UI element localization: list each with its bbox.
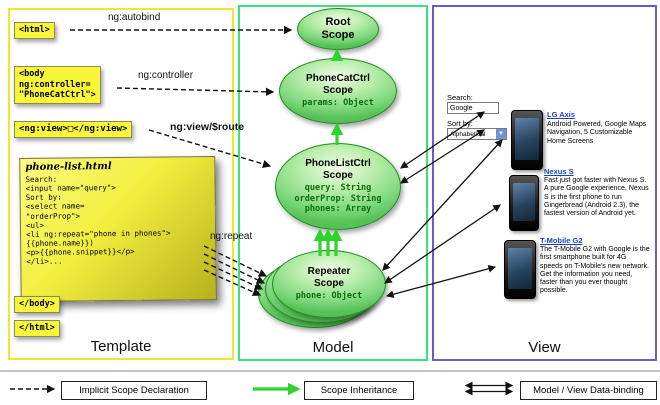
- dropdown-arrow-icon: ▼: [496, 129, 506, 139]
- root-scope-title: Root Scope: [321, 16, 355, 41]
- phonelistctrl-scope-title: PhoneListCtrl Scope: [305, 158, 371, 181]
- phone-description: The T-Mobile G2 with Google is the first…: [540, 246, 650, 295]
- phone-name-link[interactable]: T-Mobile G2: [540, 236, 583, 245]
- phonecatctrl-scope-props: params: Object: [302, 98, 374, 109]
- repeater-scope-title: Repeater Scope: [307, 266, 351, 289]
- html-open-tag-box: <html>: [14, 22, 55, 39]
- phone-screen: [513, 183, 535, 221]
- phonelistctrl-scope-props: query: String orderProp: String phones: …: [294, 183, 382, 215]
- phonecatctrl-scope-ellipse: PhoneCatCtrl Scope params: Object: [279, 58, 397, 124]
- root-scope-ellipse: Root Scope: [297, 8, 379, 50]
- model-column-label: Model: [312, 339, 354, 356]
- body-open-tag-box: <body ng:controller= "PhoneCatCtrl">: [14, 66, 101, 104]
- phone-image-nexus-s: [509, 175, 539, 231]
- ng-view-tag-box: <ng:view>□</ng:view>: [14, 121, 133, 139]
- ng-autobind-label: ng:autobind: [108, 12, 161, 23]
- template-column-label: Template: [90, 338, 152, 355]
- view-search-label: Search:: [447, 93, 473, 102]
- html-close-tag-box: </html>: [14, 320, 60, 337]
- phone-name-link[interactable]: LG Axis: [547, 110, 576, 119]
- phone-image-lg-axis: [511, 110, 543, 170]
- ng-controller-label: ng:controller: [138, 70, 194, 81]
- view-sort-label: Sort by:: [447, 119, 473, 128]
- legend-implicit-scope-declaration: Implicit Scope Declaration: [61, 381, 207, 400]
- phone-description: Fast just got faster with Nexus S. A pur…: [544, 177, 649, 217]
- repeater-scope-ellipse: Repeater Scope phone: Object: [272, 250, 386, 318]
- legend-scope-inheritance: Scope Inheritance: [304, 381, 414, 400]
- search-input[interactable]: [447, 102, 499, 114]
- phone-name-link[interactable]: Nexus S: [544, 167, 574, 176]
- view-column-label: View: [528, 339, 561, 356]
- sort-select-value: Alphabetical: [450, 130, 486, 138]
- template-column: Template: [8, 8, 234, 360]
- ng-repeat-label: ng:repeat: [210, 231, 253, 242]
- phone-screen: [515, 118, 539, 160]
- body-close-tag-box: </body>: [14, 296, 60, 313]
- legend-model-view-data-binding: Model / View Data-binding: [520, 381, 657, 400]
- phone-screen: [508, 248, 532, 289]
- phone-list-template-code: Search: <input name="query"> Sort by: <s…: [25, 174, 171, 267]
- ng-view-route-label: ng:view/$route: [170, 121, 245, 133]
- phone-description: Android Powered, Google Maps Navigation,…: [547, 121, 647, 145]
- phonecatctrl-scope-title: PhoneCatCtrl Scope: [306, 73, 370, 96]
- repeater-scope-props: phone: Object: [295, 291, 363, 302]
- phonelistctrl-scope-ellipse: PhoneListCtrl Scope query: String orderP…: [275, 143, 401, 230]
- phone-image-tmobile-g2: [504, 240, 536, 299]
- phone-list-template-box: phone-list.html Search: <input name="que…: [19, 155, 217, 303]
- sort-select[interactable]: Alphabetical ▼: [447, 128, 507, 140]
- phone-list-template-title: phone-list.html: [25, 161, 112, 173]
